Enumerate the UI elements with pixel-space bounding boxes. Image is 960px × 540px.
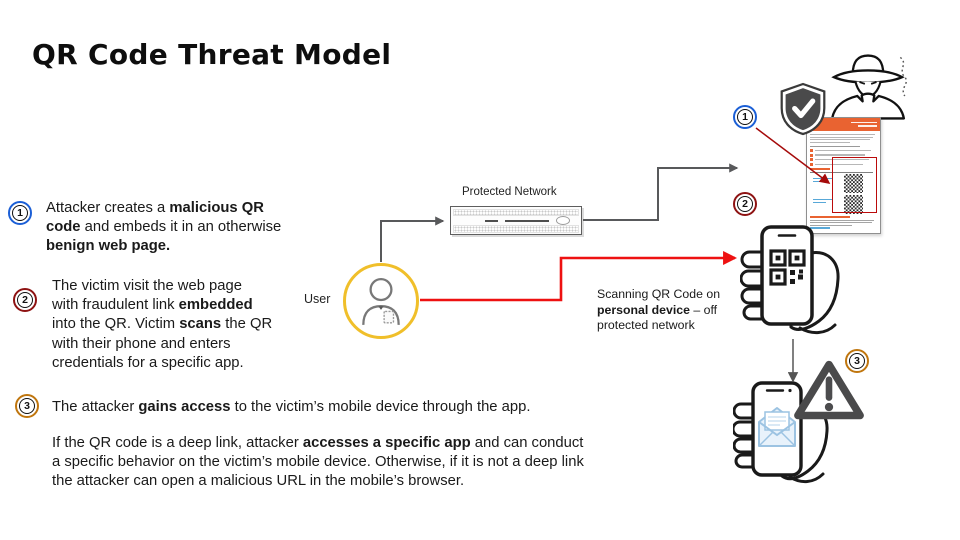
router-vent-bottom [453,225,579,233]
step-3-number: 3 [19,398,35,414]
user-label: User [304,292,331,306]
protected-network-label: Protected Network [462,186,557,198]
diagram-marker-1: 1 [733,105,757,129]
phone-scanning-qr-icon [740,225,840,334]
router-vent-top [453,208,579,216]
webpage-qr-code-2 [844,195,863,214]
step-2-number: 2 [17,292,33,308]
attacker-spy-icon [830,54,908,120]
webpage-qr-code-1 [844,174,863,193]
user-to-network-line [380,216,445,262]
diagram-marker-1-number: 1 [737,109,753,125]
step-3-marker: 3 [15,394,39,418]
step-1-number: 1 [12,205,28,221]
diagram-marker-2-number: 2 [737,196,753,212]
user-person-icon [362,278,400,325]
step-1-marker: 1 [8,201,32,225]
phone-compromised-mail-icon [733,381,829,483]
user-to-phone-red-line [420,250,738,302]
shield-check-icon [780,82,826,136]
page-title: QR Code Threat Model [32,38,392,71]
diagram-marker-2: 2 [733,192,757,216]
diagram-marker-3-number: 3 [849,353,865,369]
open-envelope-icon [758,407,796,447]
footnote-text: If the QR code is a deep link, attacker … [52,435,584,490]
warning-triangle-icon [794,360,864,420]
network-router-icon [450,206,582,235]
qr-highlight-box [832,157,877,213]
user-avatar [343,263,419,339]
step-3-text: The attacker gains access to the victim’… [52,399,531,415]
step-2-marker: 2 [13,288,37,312]
network-to-webpage-line [583,163,739,221]
diagram-marker-3: 3 [845,349,869,373]
router-face [453,216,579,225]
